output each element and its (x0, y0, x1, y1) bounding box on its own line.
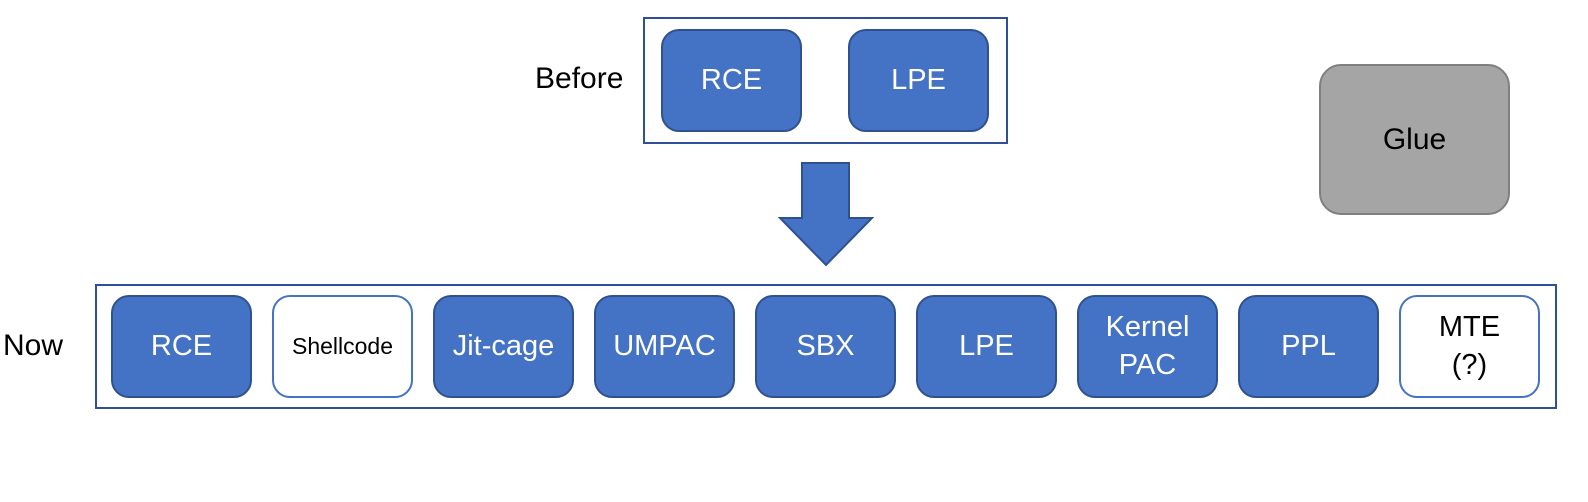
now-box-ppl: PPL (1238, 295, 1379, 398)
now-box-label-line: MTE (1438, 310, 1501, 343)
now-box-label: UMPAC (613, 328, 716, 366)
now-box-mte: MTE (?) (1399, 295, 1540, 398)
now-box-label-line: UMPAC (613, 329, 716, 362)
now-box-label: MTE (?) (1439, 309, 1500, 384)
now-box-label-line: (?) (1451, 348, 1488, 381)
now-box-umpac: UMPAC (594, 295, 735, 398)
now-box-label-line: Kernel (1105, 310, 1190, 343)
before-label: Before (535, 62, 624, 95)
now-box-label-line: Shellcode (291, 332, 394, 359)
now-box-sbx: SBX (755, 295, 896, 398)
now-box-label-line: SBX (796, 329, 855, 362)
now-box-label-line: RCE (150, 329, 213, 362)
down-arrow-icon (777, 162, 875, 267)
before-box-lpe: LPE (848, 29, 989, 132)
now-box-label-line: LPE (959, 329, 1014, 362)
now-box-label-line: Jit-cage (452, 329, 555, 362)
now-box-shellcode: Shellcode (272, 295, 413, 398)
now-box-label-line: PPL (1281, 329, 1336, 362)
now-box-label: LPE (959, 328, 1014, 366)
now-box-label: Shellcode (292, 332, 393, 362)
now-box-label: PPL (1281, 328, 1336, 366)
glue-legend-box: Glue (1319, 64, 1510, 215)
now-box-label: Jit-cage (453, 328, 555, 366)
now-box-rce: RCE (111, 295, 252, 398)
now-label: Now (3, 329, 64, 362)
now-box-label-line: PAC (1118, 348, 1177, 381)
now-box-label: SBX (796, 328, 854, 366)
now-box-jit-cage: Jit-cage (433, 295, 574, 398)
before-box-rce: RCE (661, 29, 802, 132)
now-box-label: RCE (151, 328, 212, 366)
now-box-lpe: LPE (916, 295, 1057, 398)
